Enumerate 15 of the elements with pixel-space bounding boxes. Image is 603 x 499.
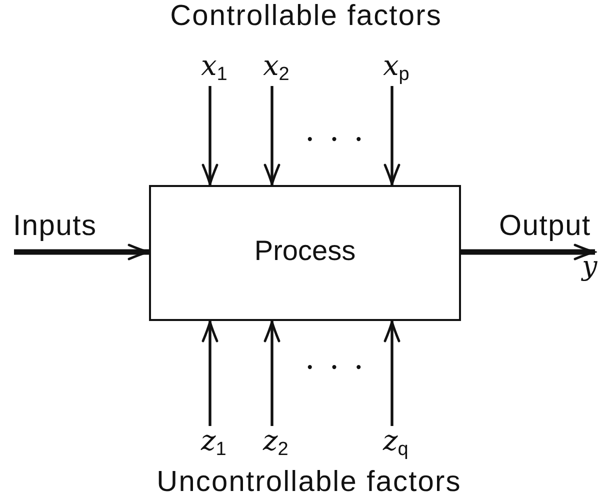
- variable-label: x$_{p}$: [383, 51, 410, 86]
- variable-label: x$_{1}$: [201, 51, 228, 86]
- variable-label: z$_{1}$: [201, 426, 226, 461]
- variable-label: x$_{2}$: [263, 51, 290, 86]
- output-variable-label: y: [582, 252, 598, 282]
- edge-label: Output: [499, 210, 591, 242]
- process-box: [149, 185, 461, 321]
- ellipsis: • • •: [307, 132, 369, 148]
- variable-label: z$_{q}$: [383, 426, 408, 461]
- ellipsis: • • •: [307, 360, 369, 376]
- group-heading: Uncontrollable factors: [156, 467, 462, 498]
- variable-label: z$_{2}$: [263, 426, 288, 461]
- process-label: Process: [254, 235, 356, 267]
- edge-label: Inputs: [13, 210, 97, 242]
- group-heading: Controllable factors: [170, 1, 442, 32]
